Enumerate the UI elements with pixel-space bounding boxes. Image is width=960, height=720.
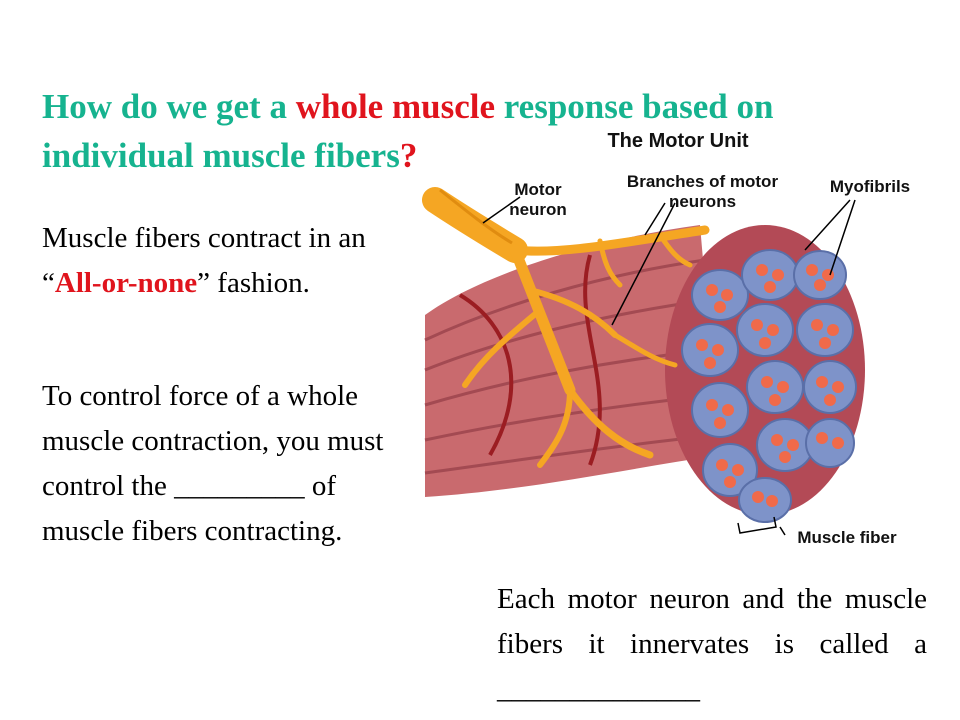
label-muscle-fiber: Muscle fiber xyxy=(797,528,897,547)
myofibril-dots xyxy=(696,264,844,507)
motor-unit-figure: The Motor Unit Motor neuron Branches of … xyxy=(420,125,940,565)
motor-unit-caption: Each motor neuron and the muscle fibers … xyxy=(497,583,927,705)
muscle-bundle xyxy=(425,225,720,497)
title-question-mark: ? xyxy=(399,136,418,175)
motor-unit-illustration xyxy=(422,187,865,536)
slide-title: How do we get a whole muscle response ba… xyxy=(42,82,922,180)
motor-neuron-shape xyxy=(422,187,710,468)
p1-highlight-all-or-none: All-or-none xyxy=(54,267,198,299)
label-motor-neuron: Motor neuron xyxy=(509,180,567,219)
label-branches-of-motor-neurons: Branches of motor neurons xyxy=(626,172,779,211)
title-text-1: How do we get a xyxy=(42,87,296,126)
title-highlight-whole-muscle: whole muscle xyxy=(295,87,496,126)
muscle-fiber-cross-sections xyxy=(681,249,857,523)
paragraph-control-force: To control force of a whole muscle contr… xyxy=(42,380,384,547)
label-myofibrils: Myofibrils xyxy=(829,177,911,196)
paragraph-all-or-none: Muscle fibers contract in an “All-or-non… xyxy=(42,216,387,306)
figure-title: The Motor Unit xyxy=(607,130,749,152)
title-text-2: response based on individual muscle fibe… xyxy=(42,87,774,175)
p1-after: ” fashion. xyxy=(197,267,310,299)
p1-before: Muscle fibers contract in an “ xyxy=(42,222,366,299)
